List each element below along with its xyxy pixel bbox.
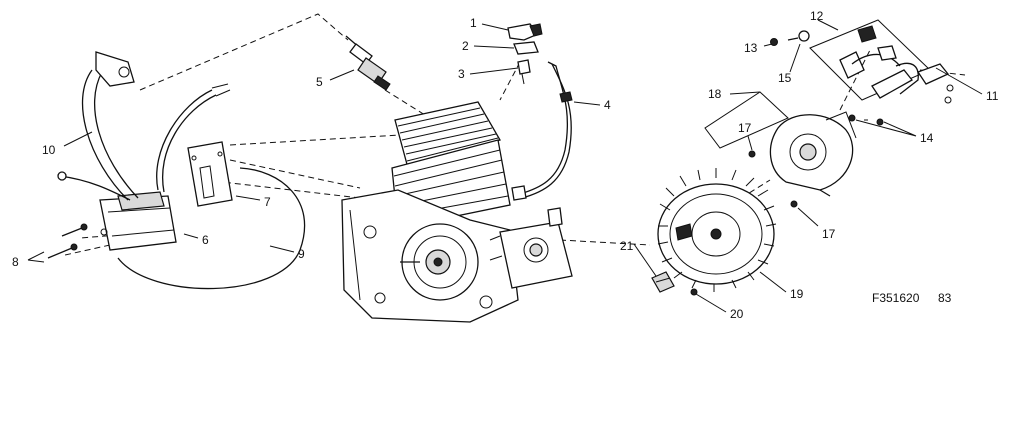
spark-plug <box>345 35 391 91</box>
engine-assembly <box>341 101 573 323</box>
callout-17-upper: 17 <box>738 121 752 135</box>
figure-code: F351620 <box>872 291 920 305</box>
callout-13: 13 <box>744 41 758 55</box>
ground-wire-loop <box>117 167 306 290</box>
callout-17-lower: 17 <box>822 227 836 241</box>
callout-12: 12 <box>810 9 824 23</box>
callout-5: 5 <box>316 75 323 89</box>
callout-15: 15 <box>778 71 792 85</box>
flywheel <box>657 168 777 292</box>
callout-9: 9 <box>298 247 305 261</box>
callout-14: 14 <box>920 131 934 145</box>
callout-7: 7 <box>264 195 271 209</box>
callout-2: 2 <box>462 39 469 53</box>
callout-1: 1 <box>470 16 477 30</box>
ignition-coil <box>57 51 231 251</box>
callout-19: 19 <box>790 287 804 301</box>
callout-21: 21 <box>620 239 634 253</box>
callout-3: 3 <box>458 67 465 81</box>
callout-11: 11 <box>986 89 999 103</box>
primer-parts <box>507 23 543 85</box>
callout-8: 8 <box>12 255 19 269</box>
callout-6: 6 <box>202 233 209 247</box>
callout-4: 4 <box>604 98 611 112</box>
callout-18: 18 <box>708 87 722 101</box>
callout-labels: 1 2 3 4 5 6 7 8 9 10 11 12 13 14 15 17 1… <box>12 9 999 321</box>
callout-20: 20 <box>730 307 744 321</box>
flywheel-washer <box>690 288 698 296</box>
coil-shield-plate <box>187 141 233 207</box>
starter-housing <box>704 91 857 208</box>
callout-10: 10 <box>42 143 56 157</box>
leader-lines <box>27 19 983 313</box>
figure-suffix: 83 <box>938 291 952 305</box>
flywheel-nut <box>651 271 675 293</box>
coil-screws-8 <box>47 223 108 259</box>
ignition-module-parts <box>770 19 954 126</box>
fuel-line <box>511 61 573 201</box>
